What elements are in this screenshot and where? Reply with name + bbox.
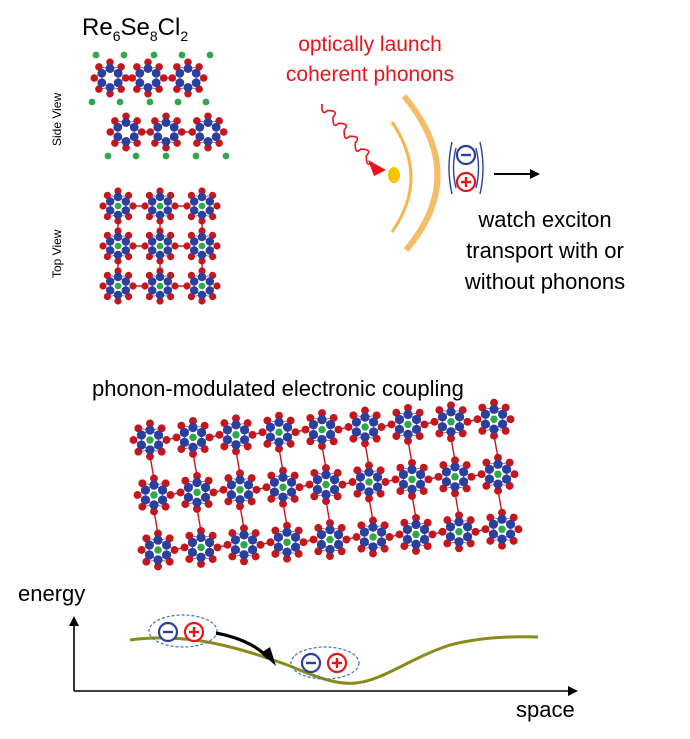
excitation-spot	[388, 167, 400, 183]
phonon-wavefront-outer	[401, 94, 441, 252]
side-view-cluster-row-bottom	[104, 112, 230, 160]
modulated-lattice	[129, 398, 523, 571]
exciton-top-right	[448, 141, 484, 195]
exciton-initial	[148, 614, 218, 648]
energy-landscape-curve	[129, 635, 539, 685]
phonon-wavefront-inner	[390, 121, 413, 233]
compound-formula: Re6Se8Cl2	[82, 14, 189, 44]
launch-phonons-caption: optically launch coherent phonons	[285, 33, 455, 86]
coupling-title: phonon-modulated electronic coupling	[92, 376, 464, 401]
watch-exciton-caption: watch exciton transport with or without …	[464, 207, 626, 294]
top-view-lattice	[99, 187, 221, 305]
space-axis-label: space	[516, 697, 575, 722]
exciton-trapped	[290, 646, 360, 680]
energy-axis-label: energy	[18, 581, 86, 606]
photon-squiggle-icon	[321, 103, 386, 176]
side-view-cluster-row-top	[88, 51, 214, 106]
